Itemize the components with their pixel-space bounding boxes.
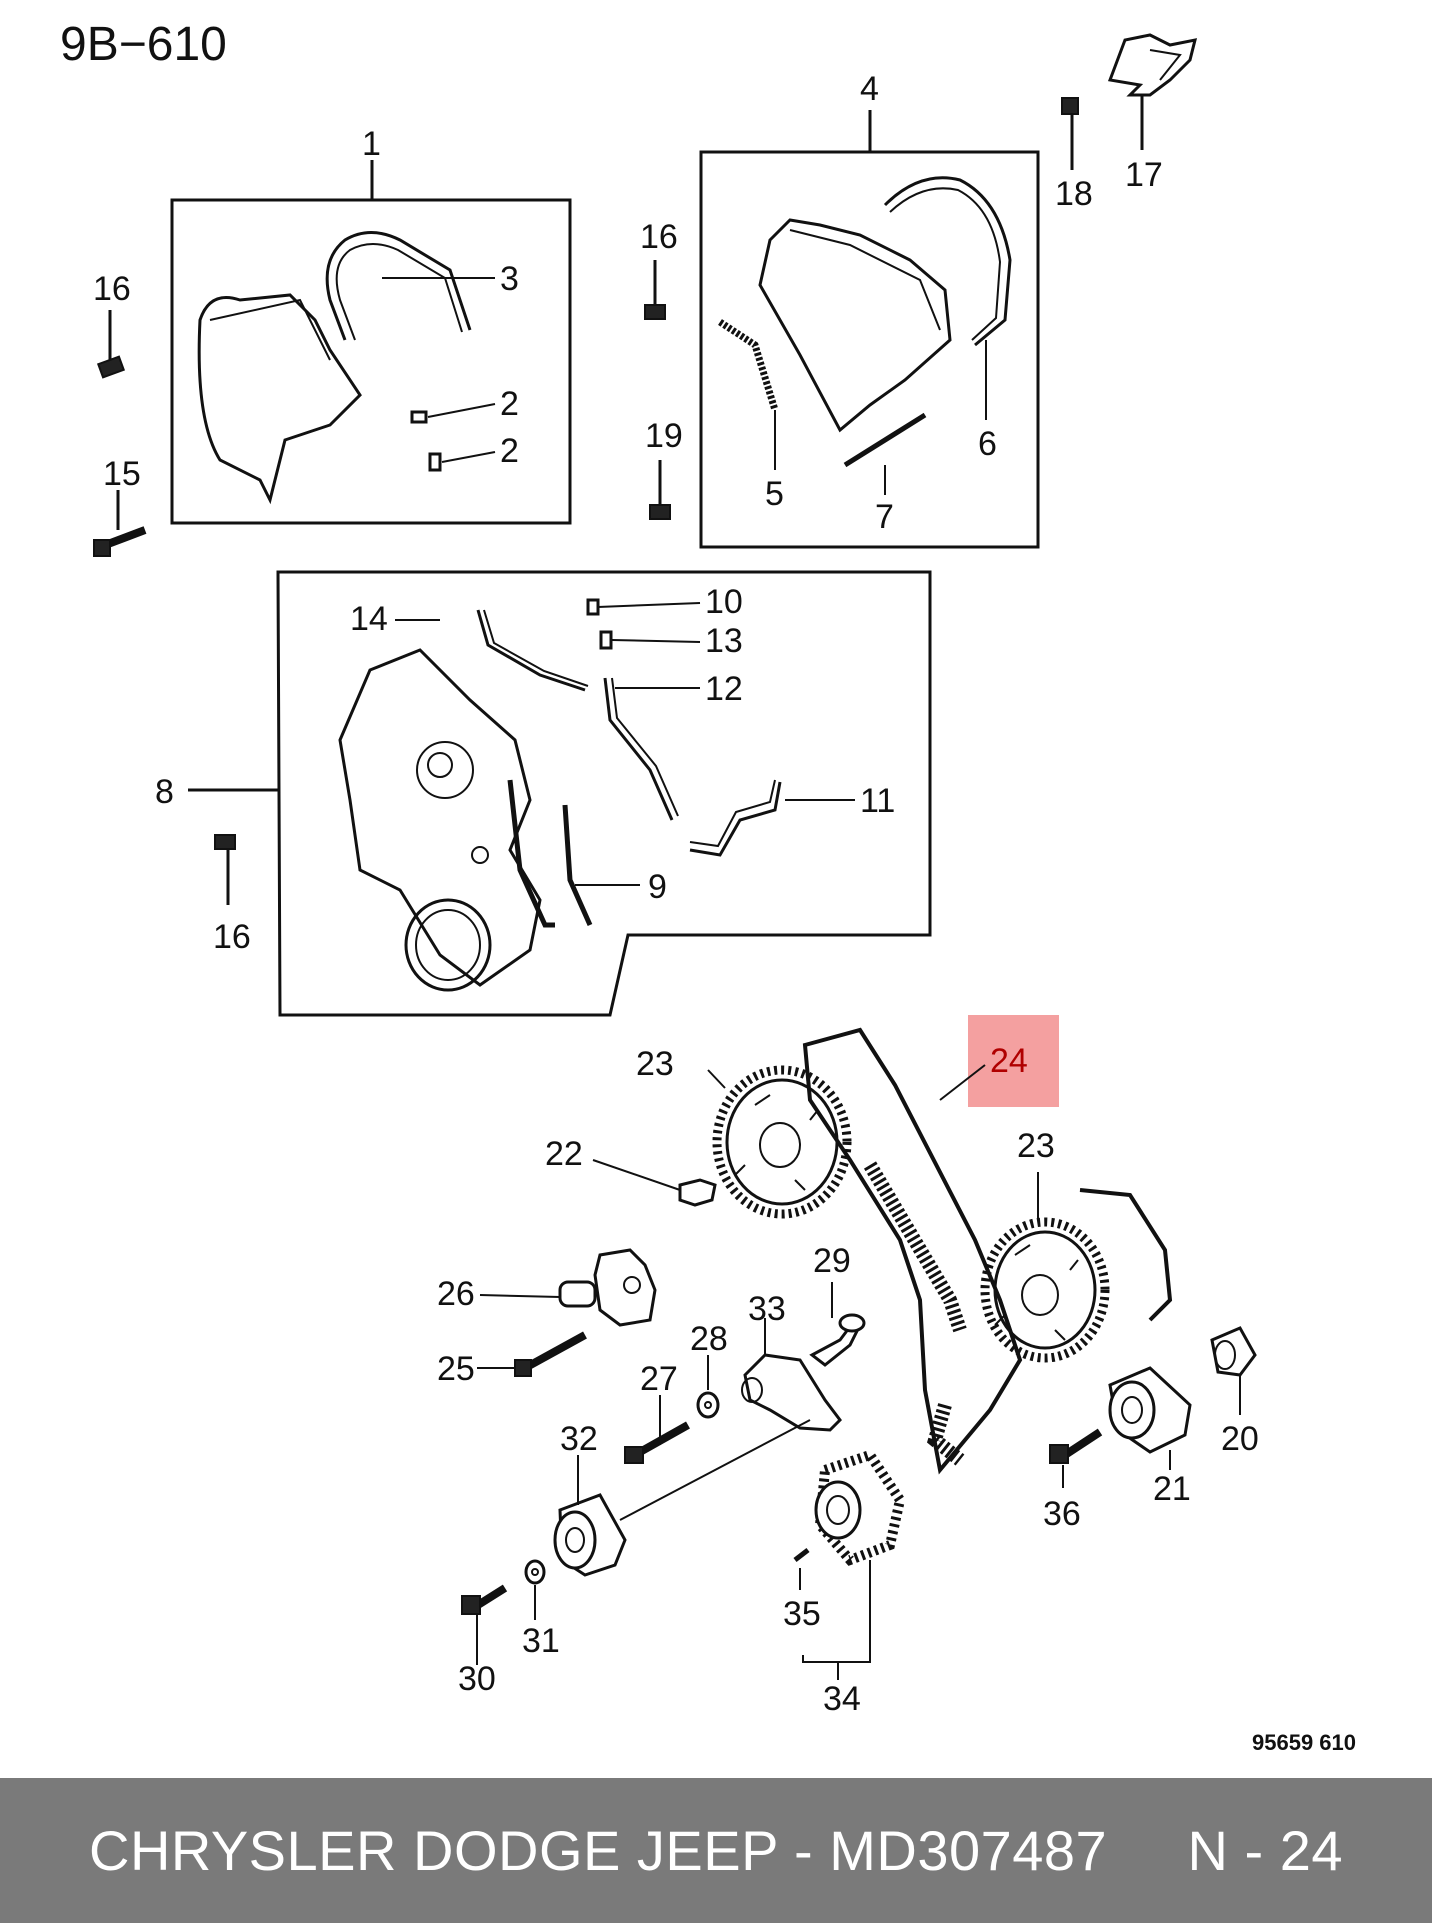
highlight-24	[968, 1015, 1059, 1107]
callout-12: 12	[705, 670, 743, 708]
figure-code: 95659 610	[1252, 1730, 1356, 1755]
callout-35: 35	[783, 1595, 821, 1633]
callout-27: 27	[640, 1360, 678, 1398]
callout-2a: 2	[500, 385, 519, 423]
callout-22: 22	[545, 1135, 583, 1173]
callout-7: 7	[875, 498, 894, 536]
callout-2b: 2	[500, 432, 519, 470]
part-seal-14	[476, 609, 586, 692]
callout-3: 3	[500, 260, 519, 298]
callout-31: 31	[522, 1622, 560, 1660]
part-washer-31: 31	[522, 1559, 560, 1660]
part-upper-timing-cover	[758, 218, 952, 433]
bolt-16-c: 16	[213, 834, 251, 956]
parts-diagram: 9B−610 1 3 2 2 16 15	[60, 18, 1356, 1755]
bracket-17: 17	[1107, 33, 1198, 194]
callout-21: 21	[1153, 1470, 1191, 1508]
part-spacer-10	[586, 598, 600, 616]
nut-18: 18	[1055, 97, 1093, 213]
footer-caption: CHRYSLER DODGE JEEP - MD307487 N - 24	[89, 1819, 1343, 1882]
part-crank-sprocket-34: 34	[802, 1449, 906, 1718]
group-upper-cover: 4 5 6 7	[699, 70, 1040, 549]
callout-34: 34	[823, 1680, 861, 1718]
part-spacer-13	[599, 630, 613, 650]
callout-32: 32	[560, 1420, 598, 1458]
bolt-25: 25	[437, 1331, 587, 1388]
part-spacer-2b	[428, 452, 442, 472]
callout-15: 15	[103, 455, 141, 493]
callout-23b: 23	[1017, 1127, 1055, 1165]
callout-5: 5	[765, 475, 784, 513]
footer-bar: CHRYSLER DODGE JEEP - MD307487 N - 24	[0, 1778, 1432, 1923]
part-idler-21: 21	[1108, 1366, 1192, 1508]
part-gasket-5	[718, 319, 779, 412]
callout-8: 8	[155, 773, 174, 811]
part-sprocket-23-right: 23	[980, 1127, 1110, 1363]
part-sprocket-23-left: 23	[636, 1045, 852, 1219]
part-tensioner-26: 26	[437, 1248, 657, 1327]
group-lower-cover: 1 3 2 2	[170, 125, 572, 525]
callout-17: 17	[1125, 156, 1163, 194]
part-upper-cover-seal	[883, 176, 1012, 347]
callout-26: 26	[437, 1275, 475, 1313]
part-seal-12	[603, 677, 674, 821]
part-spacer-2a	[410, 410, 428, 424]
page-code: 9B−610	[60, 18, 227, 71]
group-rear-cover: 8 9 10 11 12 13 14	[155, 570, 932, 1017]
part-idler-32: 32	[553, 1419, 811, 1577]
bolt-15: 15	[93, 455, 147, 557]
callout-29: 29	[813, 1242, 851, 1280]
group-box-8	[276, 570, 932, 1017]
part-key-35: 35	[783, 1548, 821, 1633]
bolt-22: 22	[545, 1135, 717, 1207]
callout-16b: 16	[640, 218, 678, 256]
part-rear-plate	[338, 648, 542, 987]
callout-24: 24	[990, 1042, 1028, 1080]
callout-9: 9	[648, 868, 667, 906]
part-washer-28: 28	[690, 1320, 728, 1419]
callout-6: 6	[978, 425, 997, 463]
callout-16a: 16	[93, 270, 131, 308]
part-oil-seal	[404, 898, 492, 992]
part-timing-belt	[802, 1027, 1023, 1475]
callout-23a: 23	[636, 1045, 674, 1083]
callout-19: 19	[645, 417, 683, 455]
callout-1: 1	[362, 125, 381, 163]
callout-14: 14	[350, 600, 388, 638]
callout-25: 25	[437, 1350, 475, 1388]
part-seal-11	[689, 781, 782, 857]
bolt-36: 36	[1043, 1428, 1103, 1533]
part-cover-seal	[325, 231, 472, 341]
callout-28: 28	[690, 1320, 728, 1358]
callout-10: 10	[705, 583, 743, 621]
bolt-16-b: 16	[640, 218, 678, 320]
callout-30: 30	[458, 1660, 496, 1698]
callout-36: 36	[1043, 1495, 1081, 1533]
callout-4: 4	[860, 70, 879, 108]
bolt-30: 30	[458, 1584, 508, 1698]
part-bracket-33: 33	[741, 1290, 842, 1432]
callout-16c: 16	[213, 918, 251, 956]
part-pin-29: 29	[809, 1242, 866, 1367]
bolt-27: 27	[624, 1360, 690, 1464]
part-spacer-20: 20	[1210, 1326, 1259, 1458]
bolt-16-a: 16	[93, 270, 131, 379]
callout-13: 13	[705, 622, 743, 660]
callout-18: 18	[1055, 175, 1093, 213]
part-lower-timing-cover	[197, 293, 362, 505]
callout-20: 20	[1221, 1420, 1259, 1458]
part-gasket-7	[843, 412, 927, 468]
bolt-19: 19	[645, 417, 683, 520]
callout-11: 11	[860, 782, 895, 820]
callout-33: 33	[748, 1290, 786, 1328]
part-seal-9	[507, 779, 555, 928]
